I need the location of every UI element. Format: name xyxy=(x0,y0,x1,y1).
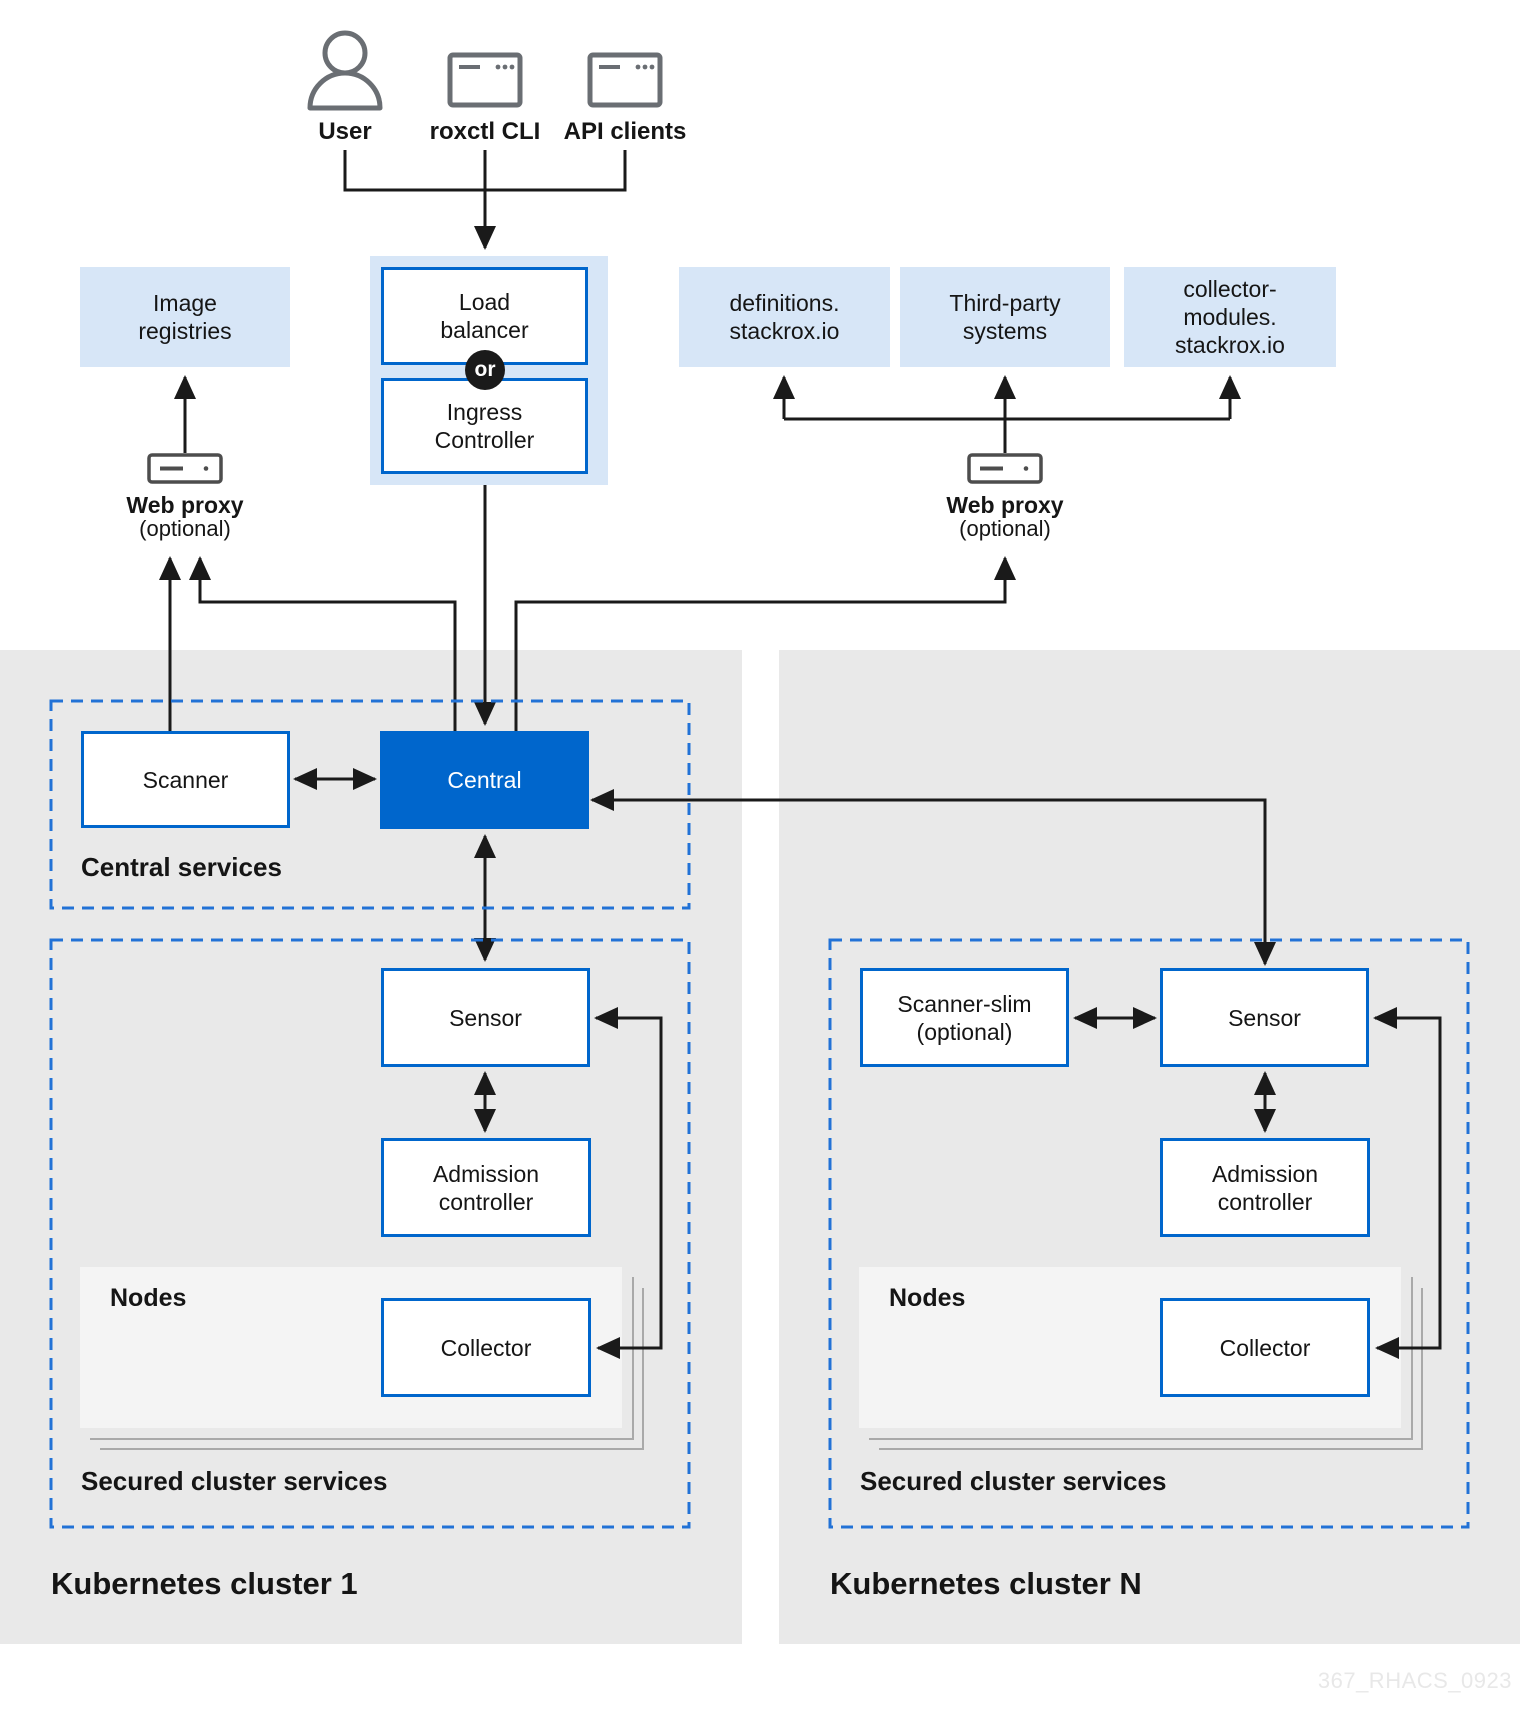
ingress-controller-box: Ingress Controller xyxy=(381,378,588,474)
central-services-label: Central services xyxy=(81,852,282,882)
cluster1-admission-controller-box: Admission controller xyxy=(381,1138,591,1237)
web-proxy-icon-left xyxy=(147,453,223,484)
web-proxy-left-label: Web proxy xyxy=(126,492,244,518)
or-badge: or xyxy=(465,350,505,390)
clusterN-nodes-label: Nodes xyxy=(889,1284,966,1312)
roxctl-cli-label: roxctl CLI xyxy=(429,118,541,145)
cluster1-collector-box: Collector xyxy=(381,1298,591,1397)
user-label: User xyxy=(318,118,372,145)
central-box: Central xyxy=(380,731,589,829)
scanner-box: Scanner xyxy=(81,731,290,828)
load-balancer-box: Load balancer xyxy=(381,267,588,365)
connector-actors-bus xyxy=(343,150,627,192)
clusterN-collector-box: Collector xyxy=(1160,1298,1370,1397)
watermark: 367_RHACS_0923 xyxy=(1317,1668,1512,1693)
web-proxy-right-optional: (optional) xyxy=(959,516,1051,541)
image-registries-box: Image registries xyxy=(80,267,290,367)
definitions-stackrox-box: definitions. stackrox.io xyxy=(679,267,890,367)
collector-modules-box: collector- modules. stackrox.io xyxy=(1124,267,1336,367)
terminal-icon-api xyxy=(587,52,663,108)
web-proxy-right-label: Web proxy xyxy=(946,492,1064,518)
web-proxy-left-optional: (optional) xyxy=(139,516,231,541)
cluster1-nodes-label: Nodes xyxy=(110,1284,187,1312)
third-party-systems-box: Third-party systems xyxy=(900,267,1110,367)
cluster1-sensor-box: Sensor xyxy=(381,968,590,1067)
user-icon xyxy=(307,30,383,111)
clusterN-scanner-slim-box: Scanner-slim (optional) xyxy=(860,968,1069,1067)
terminal-icon-roxctl xyxy=(447,52,523,108)
clusterN-title: Kubernetes cluster N xyxy=(830,1566,1142,1601)
api-clients-label: API clients xyxy=(563,118,687,145)
clusterN-sensor-box: Sensor xyxy=(1160,968,1369,1067)
cluster1-title: Kubernetes cluster 1 xyxy=(51,1566,358,1601)
cluster1-secured-services-label: Secured cluster services xyxy=(81,1466,388,1496)
web-proxy-icon-right xyxy=(967,453,1043,484)
clusterN-admission-controller-box: Admission controller xyxy=(1160,1138,1370,1237)
clusterN-secured-services-label: Secured cluster services xyxy=(860,1466,1167,1496)
